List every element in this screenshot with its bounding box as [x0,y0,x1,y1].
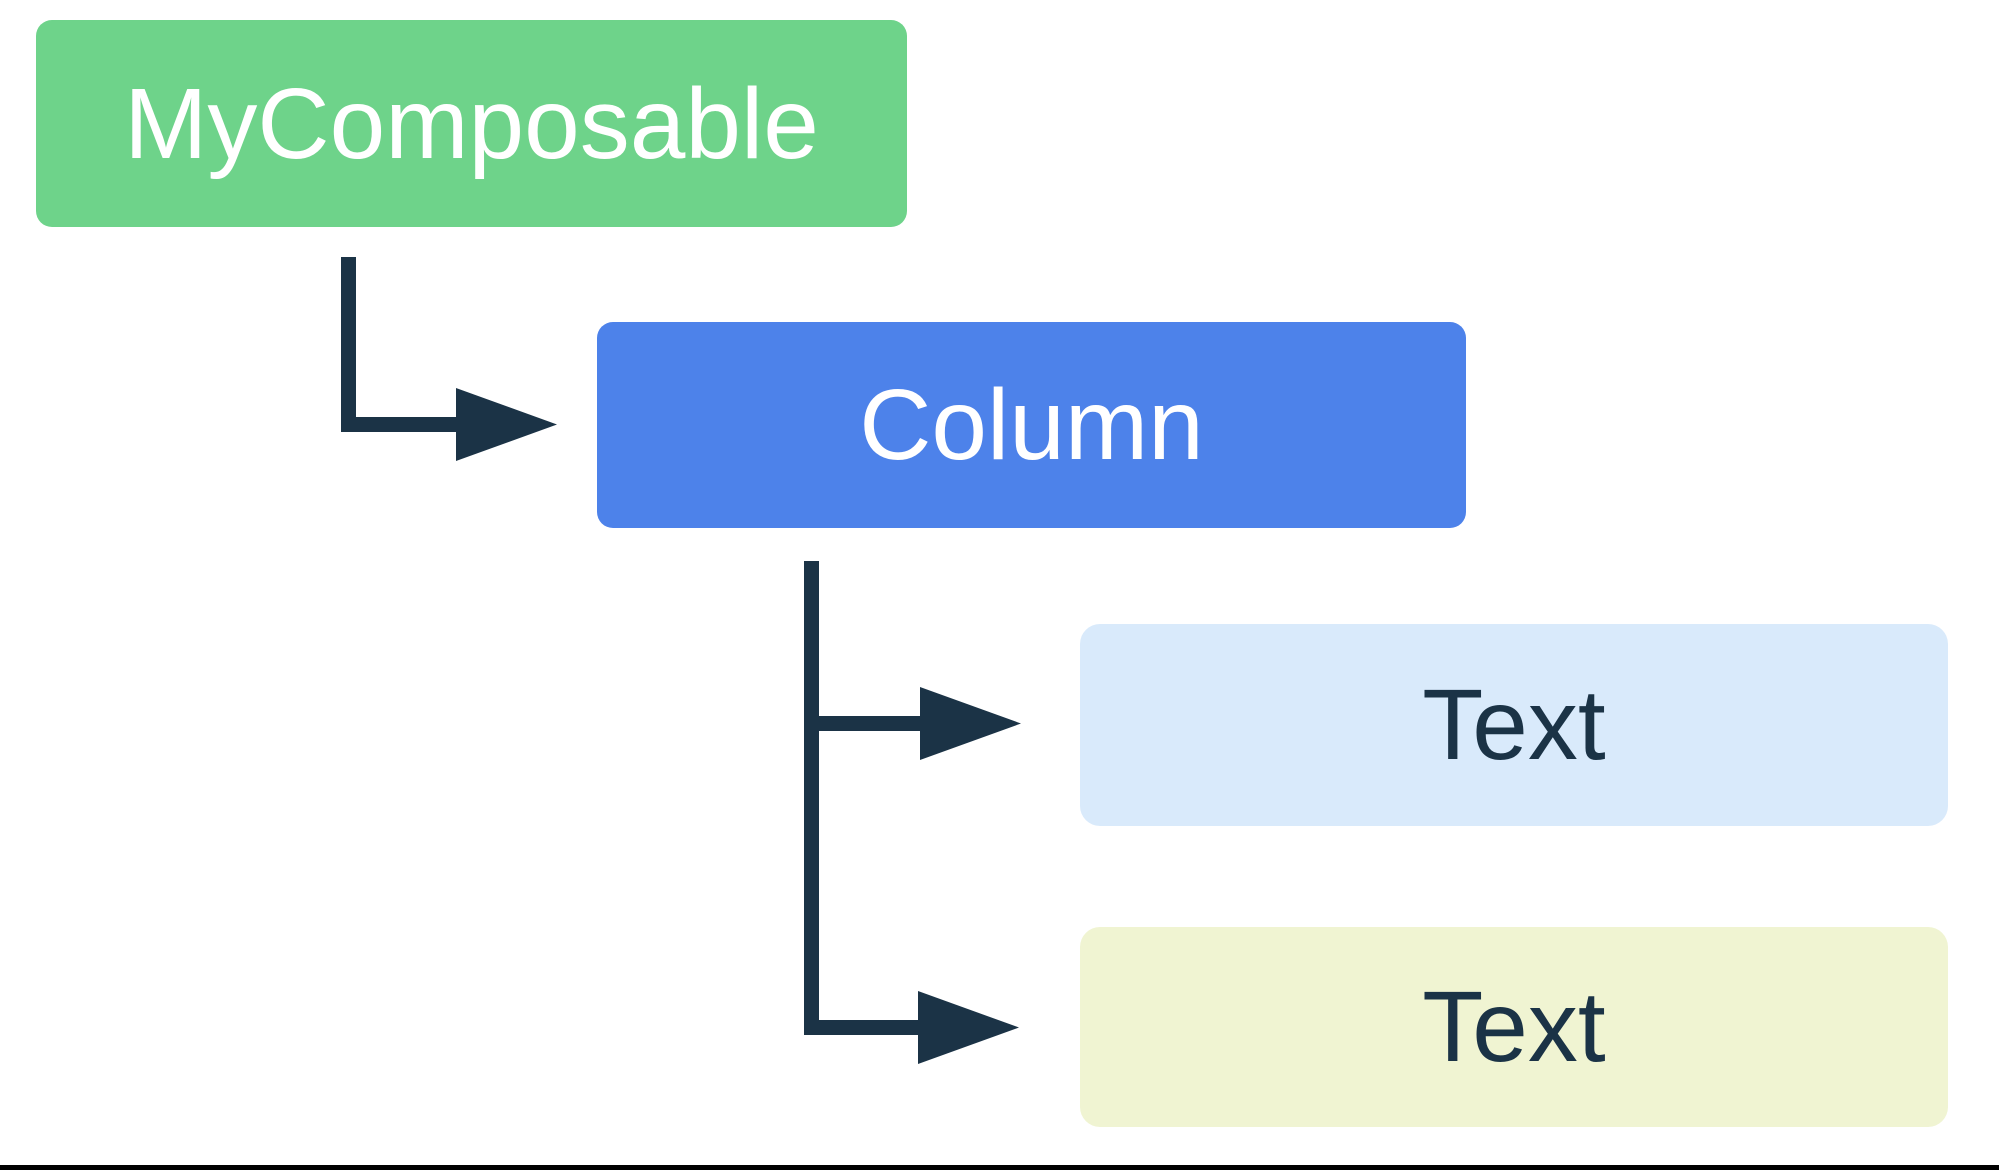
arrowhead-right-icon [456,388,557,461]
edge-root-column-vertical [341,257,356,432]
edge-column-text1-horizontal [804,716,930,731]
node-text-1: Text [1080,624,1948,826]
node-text-2: Text [1080,927,1948,1127]
node-mycomposable-label: MyComposable [124,67,819,180]
edge-column-text2-horizontal [804,1020,928,1035]
bottom-border-line [0,1165,1999,1170]
node-mycomposable: MyComposable [36,20,907,227]
node-text-1-label: Text [1422,669,1606,781]
edge-column-children-vertical [804,561,819,1035]
arrowhead-right-icon [918,991,1019,1064]
edge-root-column-horizontal [341,417,470,432]
node-text-2-label: Text [1422,971,1606,1083]
arrowhead-right-icon [920,687,1021,760]
node-column-label: Column [859,369,1204,481]
node-column: Column [597,322,1466,528]
